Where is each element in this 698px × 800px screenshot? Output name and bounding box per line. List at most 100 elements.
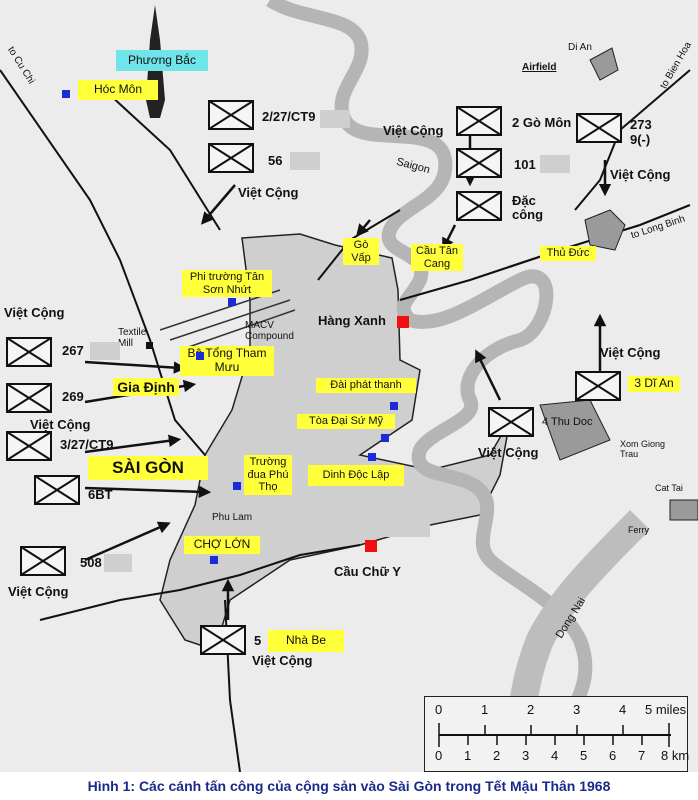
- unit-9-label: 9(-): [630, 132, 651, 147]
- redacted-box-6: [338, 519, 430, 537]
- unit-box-273: [576, 113, 622, 143]
- cat-tai-label: Cat Tai: [655, 483, 683, 493]
- go-vap-label: Gò Vấp: [343, 238, 379, 266]
- saigon-river: [266, 0, 593, 772]
- scale-km-0: 0: [435, 748, 443, 763]
- redacted-box-2: [320, 110, 350, 128]
- road-bien-hoa: [574, 69, 691, 211]
- hang-xanh-marker: [397, 316, 409, 328]
- scale-km-3: 3: [522, 748, 530, 763]
- unit-56-label: 56: [268, 153, 283, 168]
- bo-tong-marker: [196, 352, 204, 360]
- vc-label-508: Việt Cộng: [8, 584, 69, 599]
- unit-box-5: [200, 625, 246, 655]
- hoc-mon-marker: [62, 90, 70, 98]
- unit-box-101: [456, 148, 502, 178]
- truong-dua-marker: [233, 482, 241, 490]
- thu-duc-label: Thủ Đức: [540, 246, 596, 261]
- scale-mile-0: 0: [435, 702, 443, 717]
- phu-lam-label: Phu Lam: [212, 512, 253, 523]
- unit-3-di-an-label: 3 Dĩ An: [628, 376, 680, 392]
- ferry-label: Ferry: [628, 525, 649, 535]
- gia-dinh-label: Gia Định: [113, 378, 179, 397]
- unit-box-dac-cong: [456, 191, 502, 221]
- scale-km-6: 6: [609, 748, 617, 763]
- scale-mile-4: 4: [619, 702, 627, 717]
- road-west: [39, 544, 361, 621]
- unit-508-label: 508: [80, 555, 102, 570]
- scale-km-7: 7: [638, 748, 646, 763]
- unit-box-267: [6, 337, 52, 367]
- unit-269-label: 269: [62, 389, 84, 404]
- textile-mill-label: Textile Mill: [118, 327, 147, 349]
- scale-bar: 0 1 2 3 4 5 miles 0 1 2 3 4 5 6 7 8 km: [424, 696, 690, 772]
- unit-box-508: [20, 546, 66, 576]
- cho-lon-label: CHỢ LỚN: [184, 536, 260, 554]
- bo-tong-label: Bộ Tổng Tham Mưu: [180, 346, 274, 376]
- scale-mile-1: 1: [481, 702, 489, 717]
- scale-km-1: 1: [464, 748, 472, 763]
- unit-3-27-label: 3/27/CT9: [60, 437, 114, 452]
- scale-km-4: 4: [551, 748, 559, 763]
- sai-gon-label: SÀI GÒN: [88, 456, 208, 480]
- redacted-box-1: [290, 152, 320, 170]
- di-an-block: [589, 47, 619, 81]
- thu-duc-block: [584, 209, 626, 251]
- unit-box-6bt: [34, 475, 80, 505]
- vc-label-top-left: Việt Cộng: [238, 185, 299, 200]
- unit-box-2-27: [208, 100, 254, 130]
- unit-4-thu-doc-label: 4 Thu Doc: [542, 416, 593, 428]
- phi-truong-label: Phi trường Tân Sơn Nhứt: [182, 270, 272, 298]
- redacted-box-4: [90, 342, 120, 360]
- unit-101-label: 101: [514, 157, 536, 172]
- road-cu-chi: [0, 69, 206, 456]
- redacted-box-5: [104, 554, 132, 572]
- unit-box-4-thu-doc: [488, 407, 534, 437]
- scale-bar-graphic: [438, 723, 671, 747]
- unit-box-269: [6, 383, 52, 413]
- unit-2-27-label: 2/27/CT9: [262, 109, 316, 124]
- vc-label-right-mid: Việt Cộng: [600, 345, 661, 360]
- cat-tai-block: [669, 499, 698, 521]
- airfield-label: Airfield: [522, 62, 557, 73]
- tan-son-nhut-marker: [228, 298, 236, 306]
- nha-be-label: Nhà Be: [268, 630, 344, 652]
- road-north: [109, 94, 221, 231]
- phuong-bac-label: Phương Bắc: [116, 50, 208, 72]
- hang-xanh-label: Hàng Xanh: [318, 313, 386, 328]
- unit-box-2-go-mon: [456, 106, 502, 136]
- hoc-mon-label: Hóc Môn: [78, 80, 158, 100]
- unit-2-go-mon-label: 2 Gò Môn: [512, 115, 572, 130]
- toa-dai-su-label: Tòa Đại Sứ Mỹ: [297, 414, 395, 429]
- unit-box-56: [208, 143, 254, 173]
- dac-cong-label: Đặc công: [512, 193, 544, 223]
- dinh-doc-lap-label: Dinh Độc Lập: [308, 465, 404, 486]
- vc-label-bottom: Việt Cộng: [252, 653, 313, 668]
- scale-km-2: 2: [493, 748, 501, 763]
- cau-chu-y-marker: [365, 540, 377, 552]
- vc-label-267: Việt Cộng: [4, 305, 65, 320]
- scale-mile-2: 2: [527, 702, 535, 717]
- scale-km-8: 8 km: [661, 748, 690, 763]
- cau-tan-cang-label: Cầu Tân Cang: [411, 244, 463, 272]
- scale-mile-5: 5 miles: [645, 702, 687, 717]
- cho-lon-marker: [210, 556, 218, 564]
- cau-chu-y-label: Cầu Chữ Y: [334, 564, 401, 579]
- scale-km-5: 5: [580, 748, 588, 763]
- unit-6bt-label: 6BT: [88, 487, 113, 502]
- vc-label-269: Việt Cộng: [30, 417, 91, 432]
- figure-caption: Hình 1: Các cánh tấn công của cộng sản v…: [0, 772, 698, 800]
- truong-dua-label: Trường đua Phú Thọ: [244, 455, 292, 495]
- unit-267-label: 267: [62, 343, 84, 358]
- toa-dai-su-marker: [381, 434, 389, 442]
- dai-phat-thanh-marker: [390, 402, 398, 410]
- vc-label-thu-doc: Việt Cộng: [478, 445, 539, 460]
- di-an-label: Di An: [568, 42, 592, 53]
- unit-273-label: 273: [630, 117, 652, 132]
- textile-mill-marker: [146, 342, 153, 349]
- vc-label-top-right: Việt Cộng: [610, 167, 671, 182]
- xom-giong-block: [539, 399, 611, 461]
- vc-label-top-mid: Việt Cộng: [383, 123, 444, 138]
- dai-phat-thanh-label: Đài phát thanh: [316, 378, 416, 393]
